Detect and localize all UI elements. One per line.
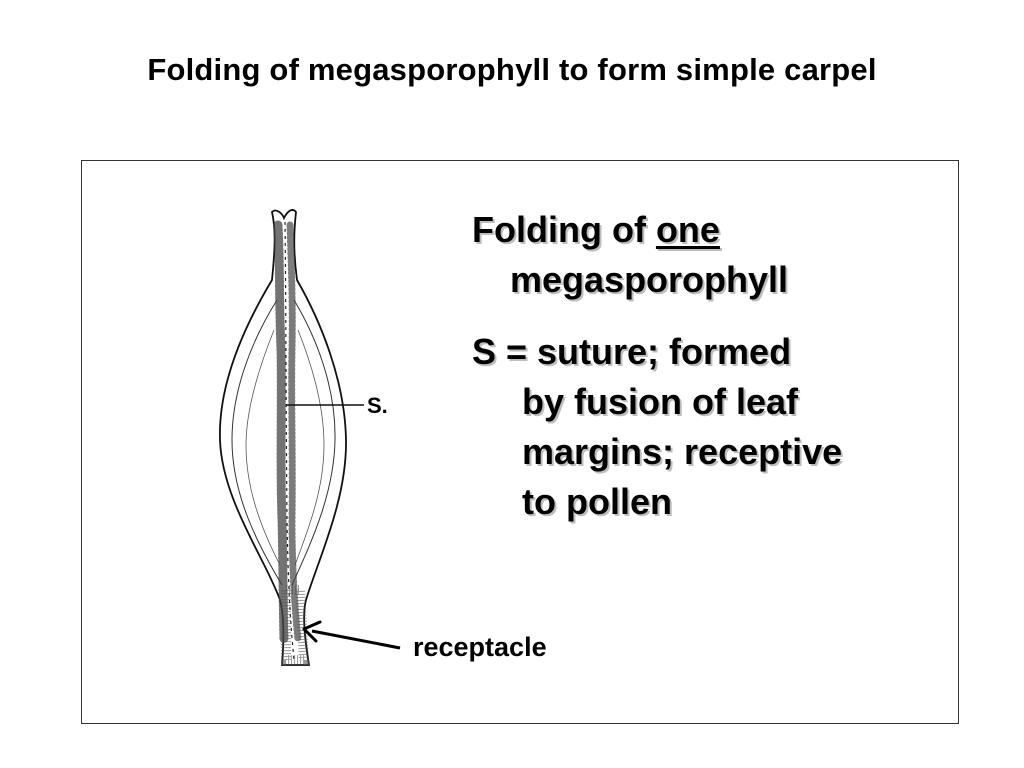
bullet-suture-line4: to pollen xyxy=(522,481,672,522)
suture-label: S. xyxy=(367,393,388,418)
bullet-suture: S = suture; formed by fusion of leaf mar… xyxy=(472,327,972,527)
suture-band xyxy=(273,220,289,645)
bullet-folding-line2: megasporophyll xyxy=(510,259,789,300)
receptacle-stipple xyxy=(281,585,310,665)
bullet-folding-line1-prefix: Folding of xyxy=(472,209,656,250)
bullet-suture-line2: by fusion of leaf xyxy=(522,381,799,422)
receptacle-arrow-line xyxy=(311,629,401,650)
bullet-suture-line3: margins; receptive xyxy=(522,431,843,472)
bullet-suture-line1: S = suture; formed xyxy=(472,331,792,372)
carpel-inner-wall-right-2 xyxy=(294,329,325,566)
suture-band-2 xyxy=(286,221,302,644)
carpel-inner-wall-left xyxy=(231,299,283,586)
bullet-folding-emphasis: one xyxy=(655,209,720,250)
carpel-inner-wall-left-2 xyxy=(245,329,281,566)
receptacle-arrow-head xyxy=(302,620,322,643)
carpel-inner-wall-right xyxy=(291,299,336,586)
bullet-list: Folding of one megasporophyll S = suture… xyxy=(472,205,972,527)
slide-title: Folding of megasporophyll to form simple… xyxy=(147,52,877,87)
bullet-folding: Folding of one megasporophyll xyxy=(472,205,972,305)
receptacle-label: receptacle xyxy=(413,632,547,662)
